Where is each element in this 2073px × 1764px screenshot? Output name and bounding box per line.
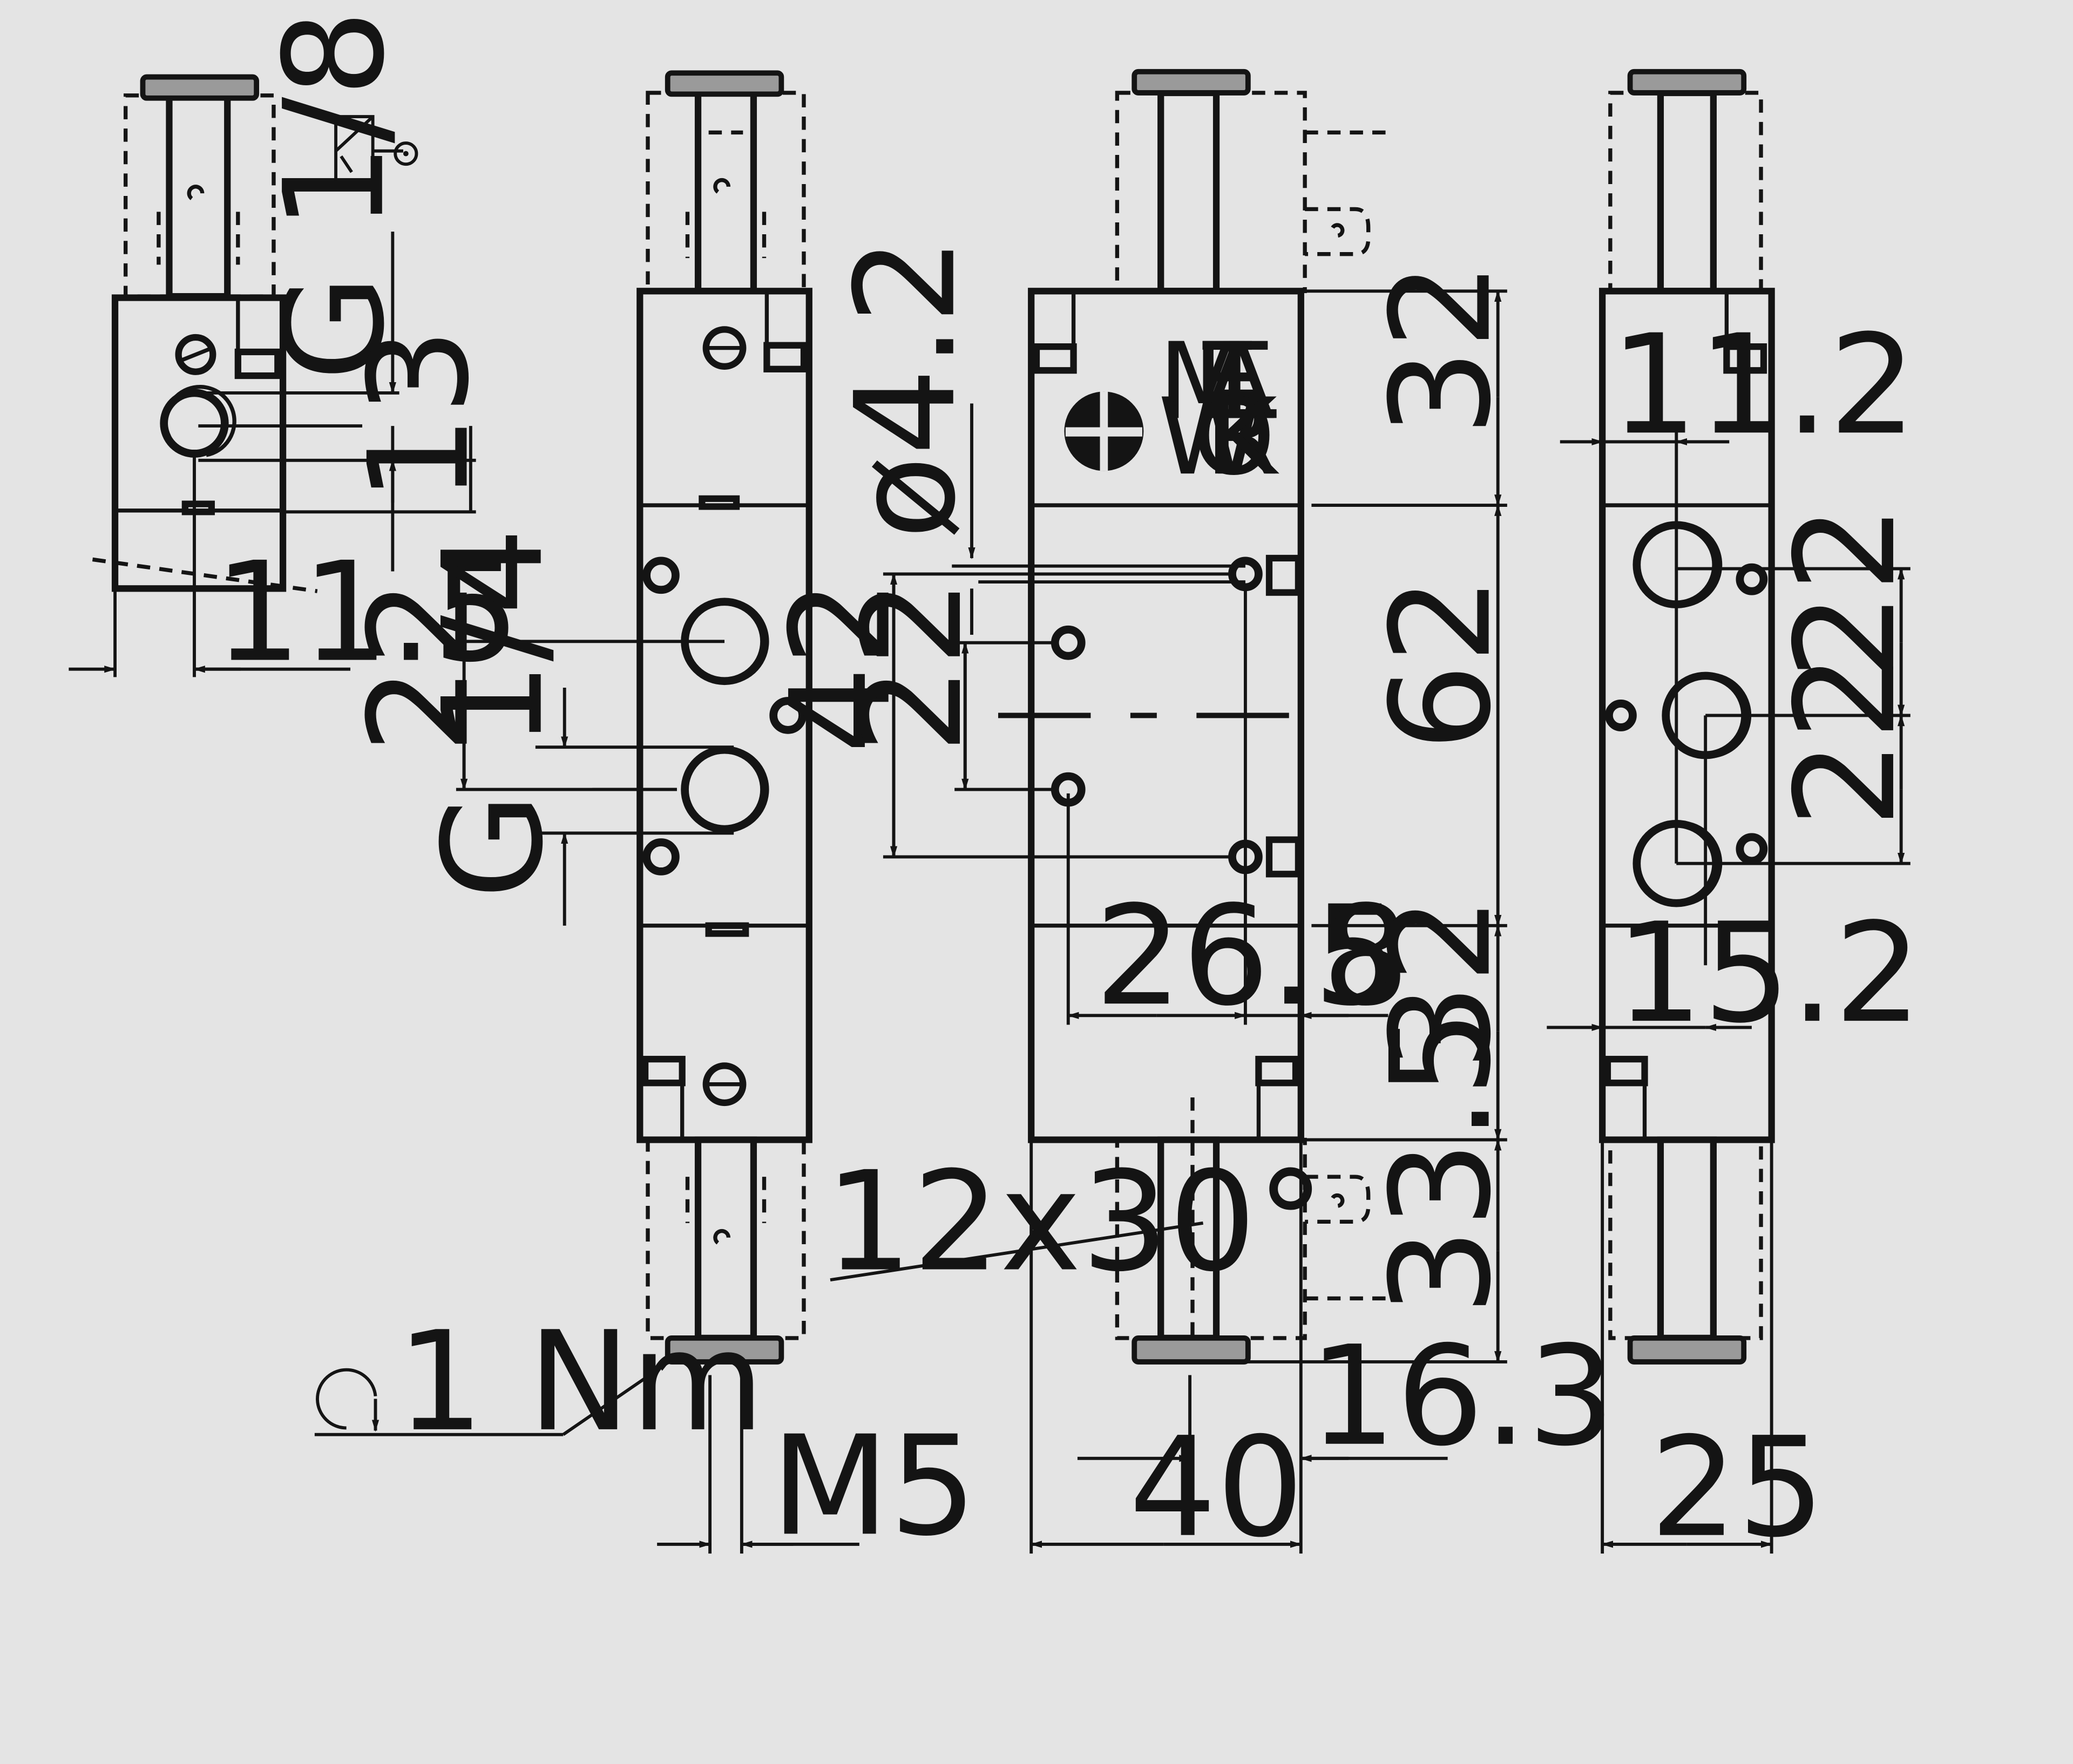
label-15-2: 15.2 xyxy=(1616,894,1922,1054)
front-view-ports xyxy=(636,70,812,1365)
dimension-lines-logo-view xyxy=(830,289,1507,1554)
side-view-left xyxy=(92,74,318,593)
label-26-5: 26.5 xyxy=(1095,877,1401,1036)
logo-text-metal: METAL xyxy=(1158,320,1279,443)
front-view-logo: METAL WORK xyxy=(998,69,1388,1365)
label-thread-pilot: G 1/8 xyxy=(255,10,415,381)
dimension-labels: G 1/8 13 11.5 22 G 1/4 1 Nm M5 ø4.2 42 2… xyxy=(214,10,1926,1568)
label-thread-ports: G 1/4 xyxy=(414,528,574,899)
metal-work-logo: METAL WORK xyxy=(1064,320,1281,499)
label-42: 42 xyxy=(762,579,922,754)
label-33-5: 33.5 xyxy=(1362,1009,1522,1315)
label-32-top: 32 xyxy=(1362,262,1522,437)
label-25: 25 xyxy=(1650,1408,1825,1568)
label-22-lower: 22 xyxy=(1766,653,1926,827)
label-16-3: 16.3 xyxy=(1309,1317,1615,1477)
dimension-lines-rear xyxy=(1547,423,1911,1554)
label-11-2: 11.2 xyxy=(1610,306,1916,465)
label-8: 8 xyxy=(1322,877,1410,1036)
label-22-side: 22 xyxy=(340,579,499,754)
label-32-bottom: 32 xyxy=(1362,896,1522,1071)
rear-view xyxy=(1599,69,1775,1365)
label-62: 62 xyxy=(1362,576,1522,751)
label-torque: 1 Nm xyxy=(397,1302,765,1462)
dimension-lines-side xyxy=(69,115,476,677)
label-hole-diameter: ø4.2 xyxy=(827,237,986,540)
label-40: 40 xyxy=(1129,1408,1304,1568)
label-13: 13 xyxy=(340,328,499,503)
dimension-lines-front xyxy=(314,640,859,1554)
label-11-5: 11.5 xyxy=(214,533,520,693)
label-m5: M5 xyxy=(771,1407,977,1566)
logo-text-work: WORK xyxy=(1158,376,1281,499)
label-12x30: 12x30° xyxy=(825,1143,1325,1302)
label-22-holes: 22 xyxy=(833,579,993,754)
label-22-upper: 22 xyxy=(1766,505,1926,680)
